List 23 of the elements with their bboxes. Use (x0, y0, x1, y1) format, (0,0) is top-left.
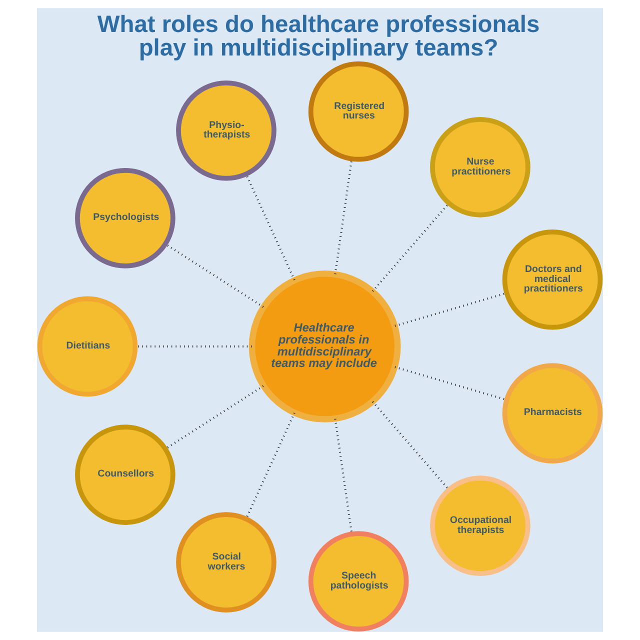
connector (164, 243, 264, 308)
node-circle: Pharmacists (502, 363, 603, 464)
node-circle: Dietitians (37, 296, 138, 397)
connector (245, 174, 296, 280)
connector (334, 158, 353, 274)
node-circle: Registered nurses (308, 61, 409, 162)
connector (372, 401, 450, 490)
node-circle: Nurse practitioners (430, 116, 530, 218)
diagram-title: What roles do healthcare professionals play in multidisciplinary teams? (97, 12, 540, 62)
node-circle: Speech pathologists (308, 531, 409, 632)
node-circle: Psychologists (75, 168, 176, 268)
connector (164, 385, 264, 450)
connector (334, 418, 353, 534)
connector (245, 412, 296, 520)
connector (394, 292, 507, 327)
node-circle: Social workers (176, 512, 276, 612)
node-circle: Healthcare professionals in multidisciplinary teams may include (248, 270, 401, 422)
node-circle: Doctors and medical practitioners (502, 229, 603, 330)
connector (372, 202, 450, 292)
connector (394, 366, 507, 401)
node-circle: Occupational therapists (430, 476, 530, 576)
node-circle: Counsellors (75, 424, 176, 525)
node-circle: Physio- therapists (176, 80, 276, 181)
